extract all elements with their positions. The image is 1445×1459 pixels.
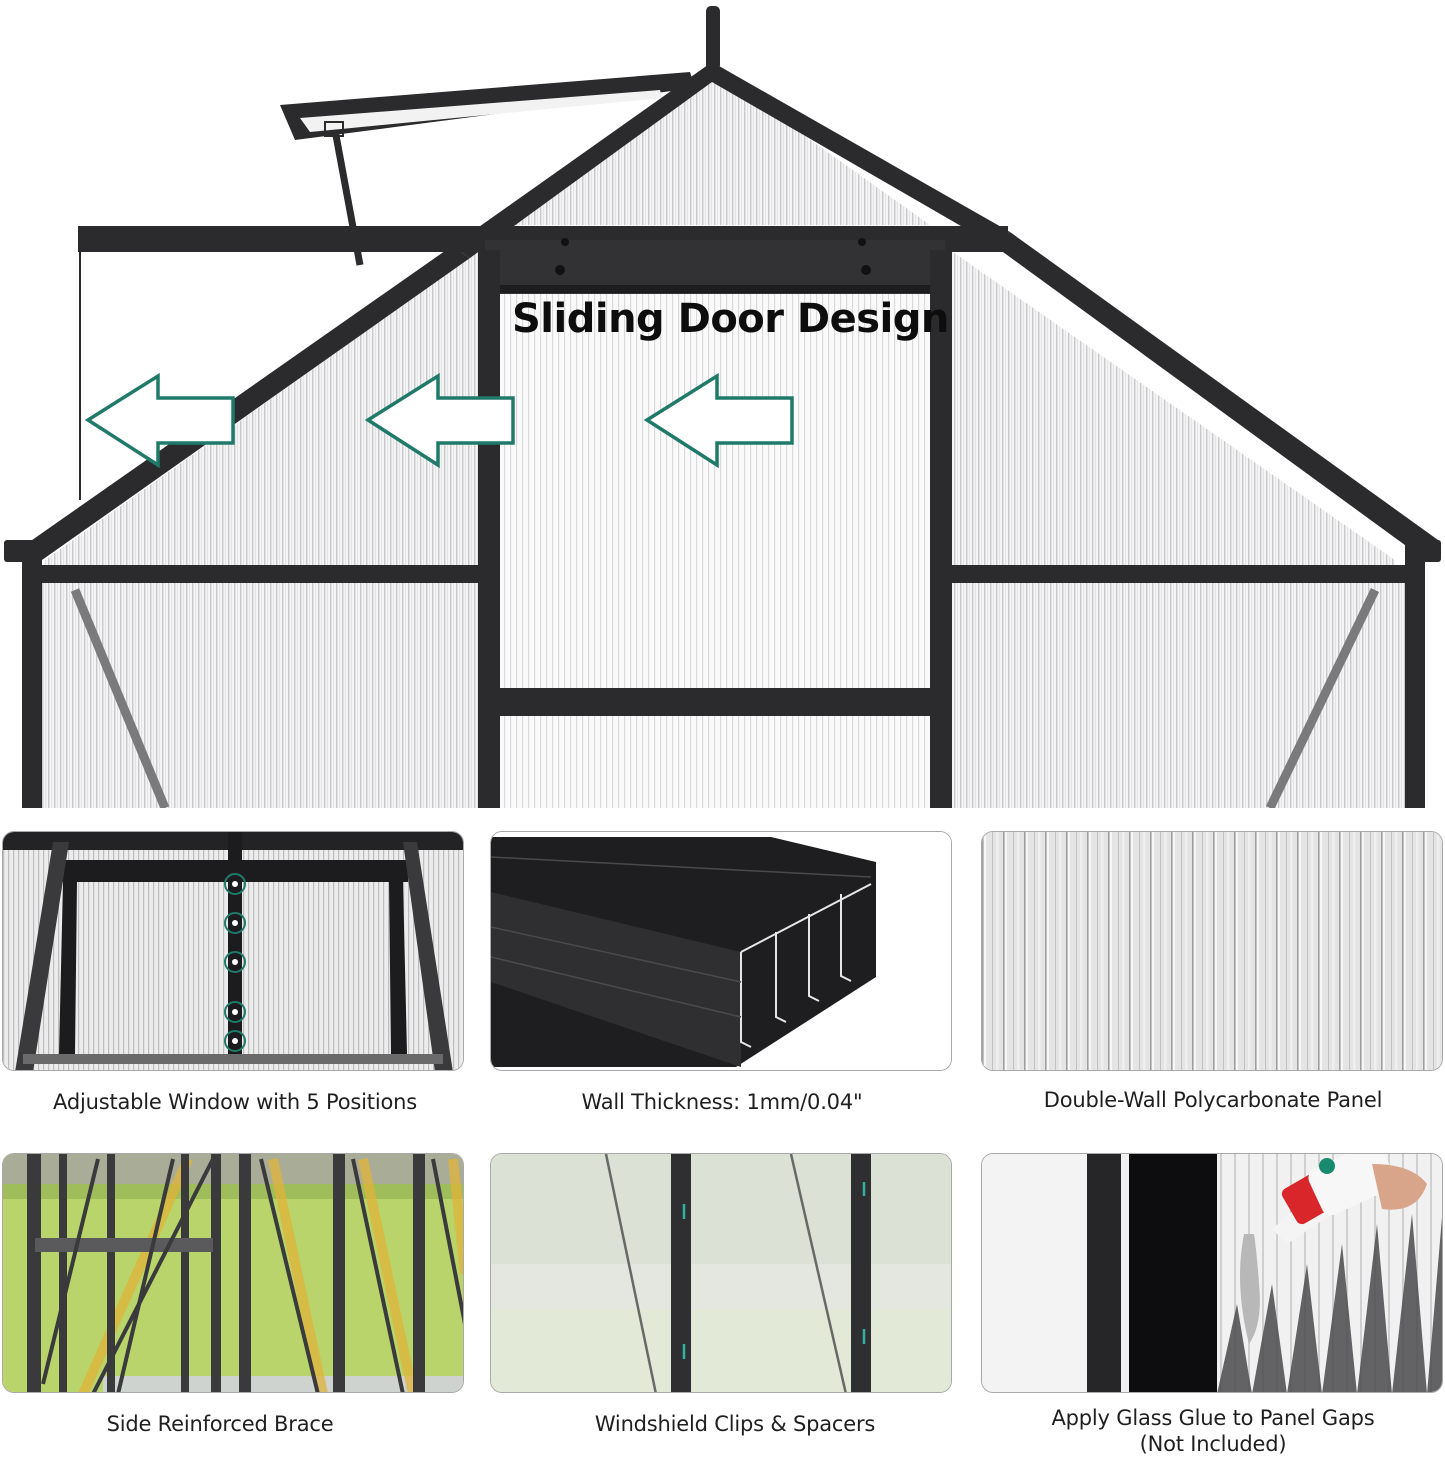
feature-image-wall-thickness <box>490 831 952 1071</box>
window-position-markers <box>224 873 246 1052</box>
caption-reinforced-brace: Side Reinforced Brace <box>106 1412 334 1436</box>
caption-wall-thickness: Wall Thickness: 1mm/0.04" <box>581 1090 863 1114</box>
feature-image-windshield-clips <box>490 1153 952 1393</box>
feature-image-adjustable-window <box>2 831 464 1071</box>
feature-image-polycarbonate-panel <box>981 831 1443 1071</box>
feature-image-reinforced-brace <box>2 1153 464 1393</box>
greenhouse-front-diagram <box>4 6 1441 808</box>
glue-bottle-icon <box>1272 1154 1427 1244</box>
arrow-left-outline-icon <box>643 372 794 469</box>
caption-glass-glue-line1: Apply Glass Glue to Panel Gaps <box>1051 1406 1375 1430</box>
caption-windshield-clips: Windshield Clips & Spacers <box>594 1412 876 1436</box>
caption-glass-glue-line2: (Not Included) <box>1139 1432 1287 1456</box>
caption-adjustable-window: Adjustable Window with 5 Positions <box>53 1090 417 1114</box>
arrow-left-outline-icon <box>84 372 235 469</box>
caption-glass-glue: Apply Glass Glue to Panel Gaps (Not Incl… <box>978 1405 1445 1457</box>
hero-title: Sliding Door Design <box>512 296 949 342</box>
clip-markers <box>682 1182 866 1359</box>
arrow-left-outline-icon <box>364 372 515 469</box>
hero-greenhouse-illustration: Sliding Door Design <box>4 6 1441 808</box>
caption-polycarbonate-panel: Double-Wall Polycarbonate Panel <box>1043 1088 1383 1112</box>
feature-image-glass-glue <box>981 1153 1443 1393</box>
